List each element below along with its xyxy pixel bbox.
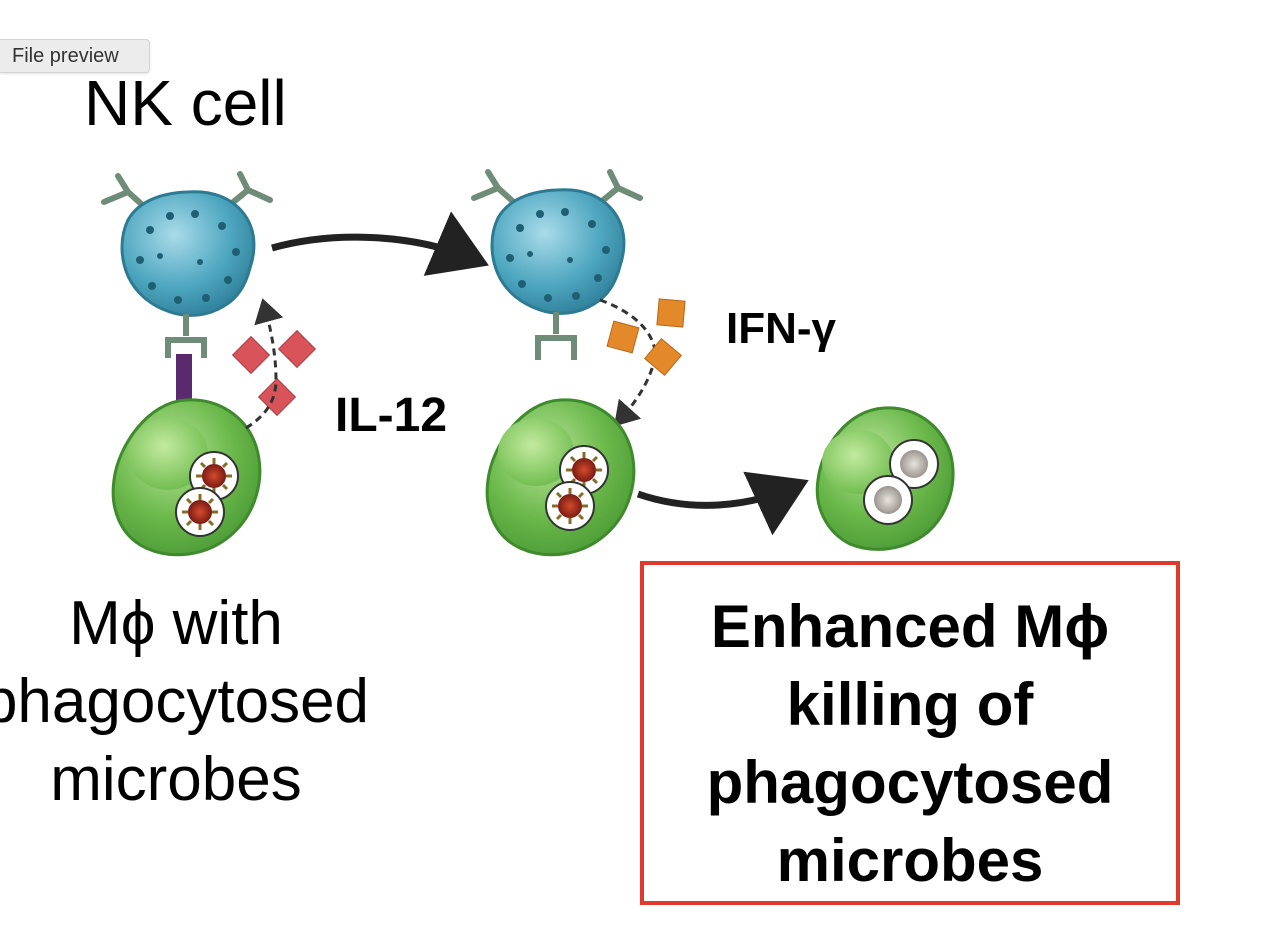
outcome-line: microbes — [776, 827, 1044, 894]
outcome-line: phagocytosed — [706, 749, 1114, 816]
nk-cell-label: NK cell — [84, 67, 287, 139]
macrophage-nucleus-left — [128, 418, 208, 490]
nk-granules-left — [136, 210, 240, 304]
macrophage-middle — [485, 398, 636, 557]
digested-microbe-right-1 — [889, 439, 939, 489]
il12-cytokines — [231, 329, 317, 417]
digested-microbe-right-2 — [863, 475, 913, 525]
il12-label: IL-12 — [335, 389, 448, 442]
nk-activating-receptor-right — [535, 312, 577, 360]
macrophage-ligand-left — [176, 354, 192, 406]
nk-cell-left — [101, 171, 273, 406]
activation-arrow — [271, 211, 489, 276]
macrophage-nucleus-middle — [498, 418, 574, 486]
ifn-gamma-label: IFN-γ — [726, 304, 836, 353]
phagocytosed-microbe-left-2 — [175, 487, 225, 537]
nk-granules-right — [506, 208, 610, 302]
macrophage-caption-line: Mϕ with — [69, 589, 283, 658]
killing-arrow — [636, 471, 809, 536]
macrophage-caption-line: phagocytosed — [0, 667, 370, 736]
phagocytosed-microbe-middle-2 — [545, 481, 595, 531]
macrophage-caption-line: microbes — [50, 745, 302, 814]
macrophage-left — [111, 398, 262, 557]
macrophage-nucleus-right — [822, 430, 894, 494]
nk-activating-receptor-left — [165, 314, 207, 358]
outcome-box: Enhanced Mϕ killing of phagocytosed micr… — [640, 561, 1180, 905]
macrophage-caption: Mϕ with phagocytosed microbes — [0, 585, 386, 819]
il12-dashed-arrow — [245, 298, 284, 430]
file-preview-tab[interactable]: File preview — [0, 39, 150, 73]
ifn-cytokines — [606, 298, 686, 377]
macrophage-right — [815, 406, 955, 551]
outcome-line: killing of — [786, 671, 1034, 738]
nk-receptor-right-1 — [471, 169, 521, 209]
nk-cell-right — [471, 169, 643, 360]
outcome-line: Enhanced Mϕ — [710, 593, 1110, 660]
